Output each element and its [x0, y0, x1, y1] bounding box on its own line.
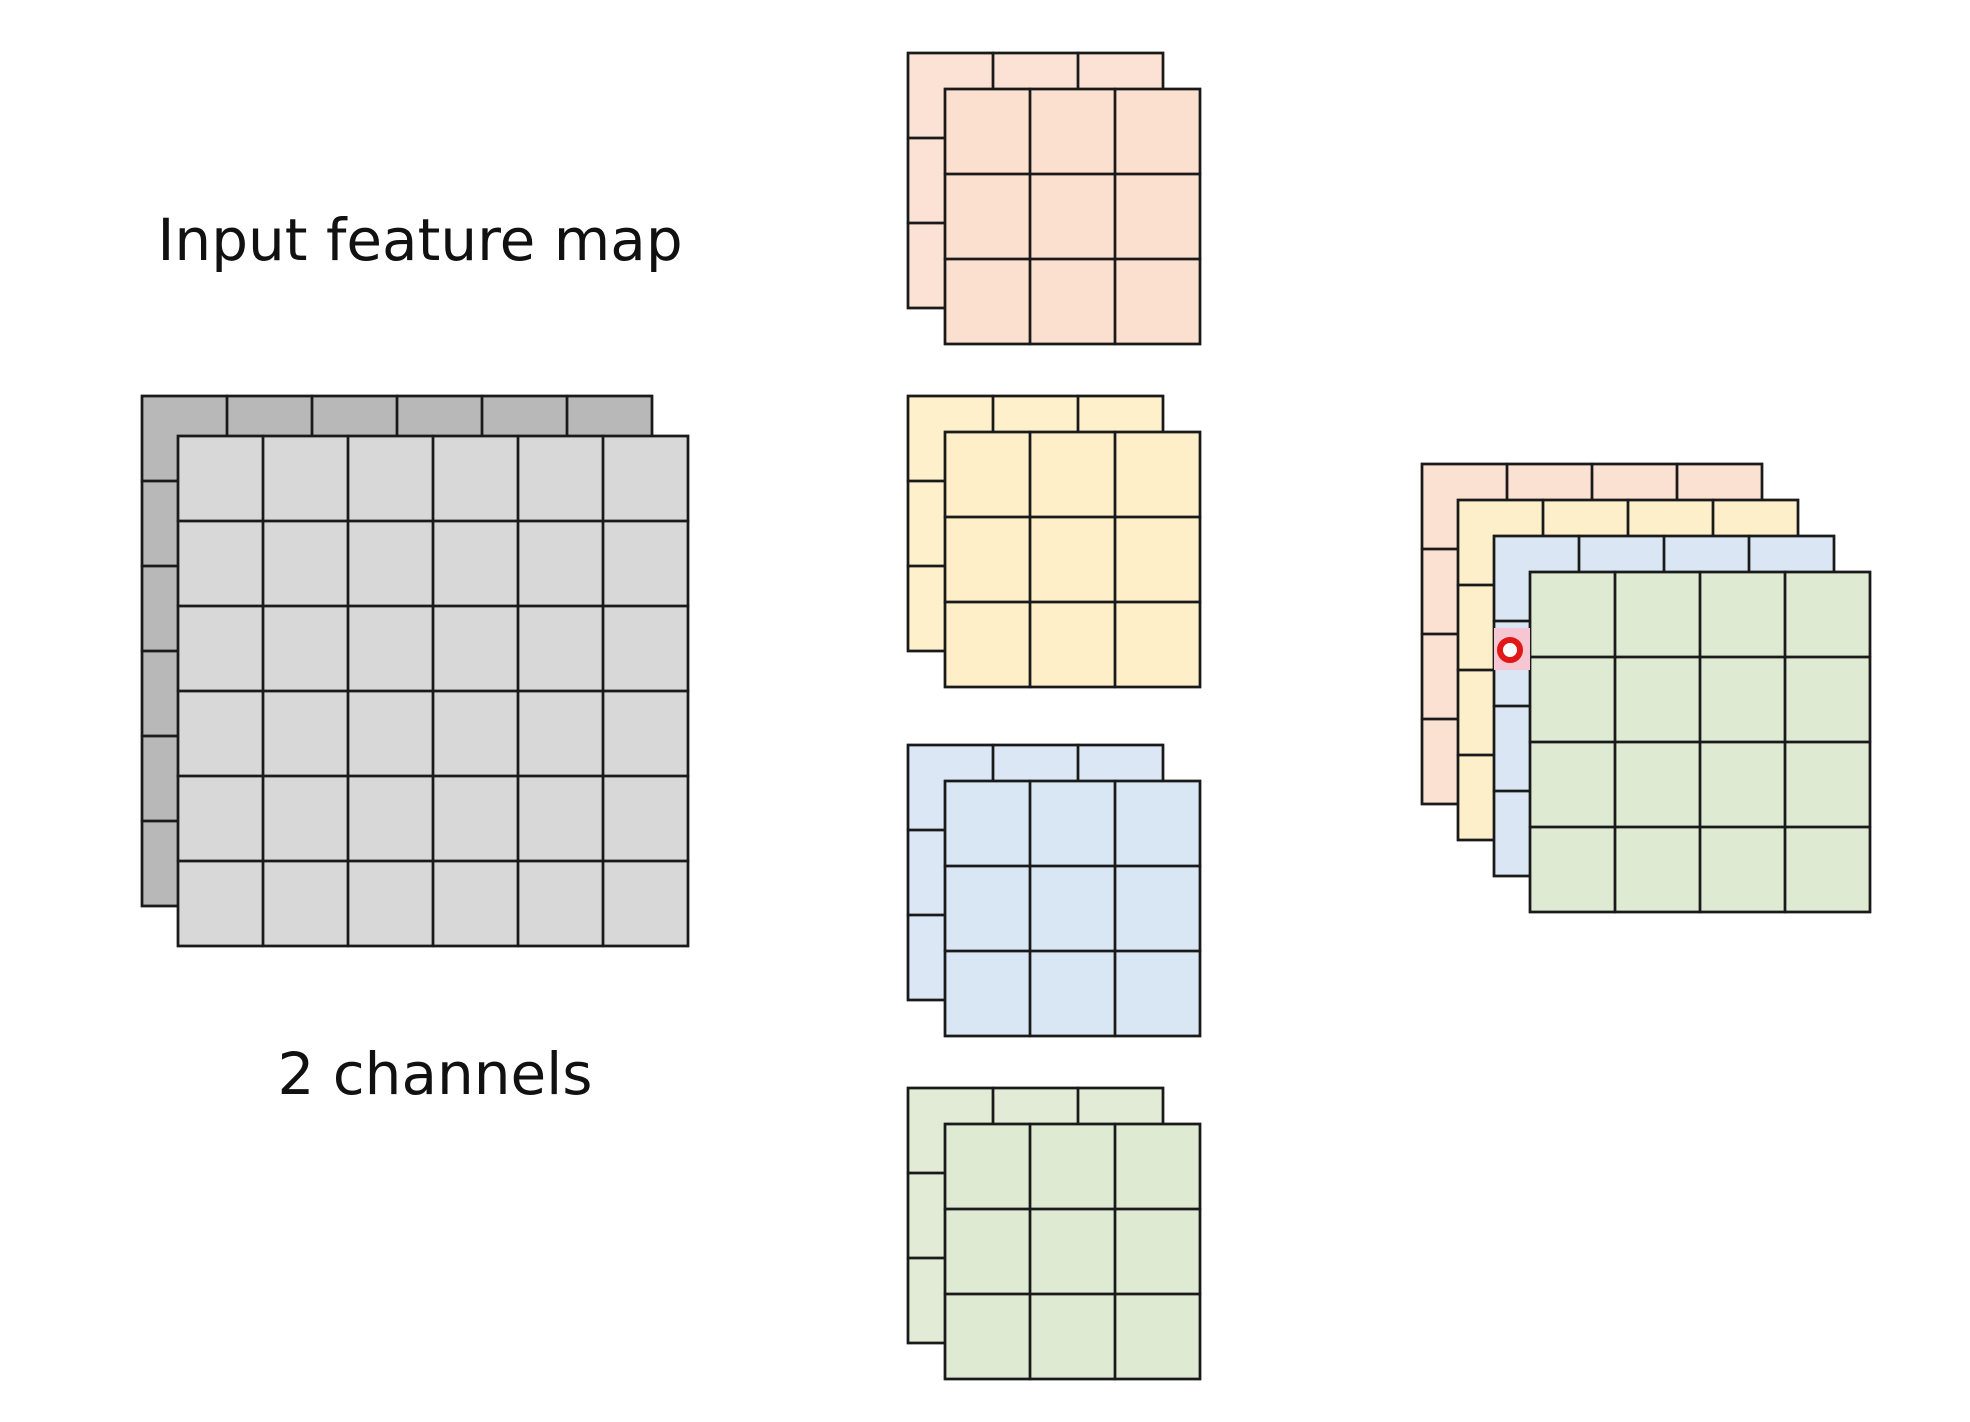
kernel-green-front-background	[943, 1122, 1202, 1381]
input-channels-label: 2 channels	[277, 1040, 592, 1108]
kernel-stack	[906, 51, 1202, 1381]
kernel-blue-front	[943, 779, 1202, 1038]
output-layer-green	[1528, 570, 1872, 914]
input-channel-front-cell	[601, 859, 690, 948]
kernel-yellow-front-cell	[1113, 600, 1202, 689]
input-title: Input feature map	[157, 206, 682, 274]
kernel-orange-front-cell	[1113, 257, 1202, 346]
kernel-blue-front-background	[943, 779, 1202, 1038]
kernel-yellow-front-background	[943, 430, 1202, 689]
output-feature-map	[1420, 462, 1872, 914]
kernel-orange-front-background	[943, 87, 1202, 346]
input-channel-front	[176, 434, 690, 948]
output-layer-green-cell	[1783, 825, 1872, 914]
kernel-green-front	[943, 1122, 1202, 1381]
kernel-blue-front-cell	[1113, 949, 1202, 1038]
mouse-cursor	[1494, 628, 1530, 670]
kernel-orange-front	[943, 87, 1202, 346]
input-feature-map	[140, 394, 690, 948]
cursor-icon	[1497, 637, 1523, 663]
kernel-green-front-cell	[1113, 1292, 1202, 1381]
kernel-yellow-front	[943, 430, 1202, 689]
